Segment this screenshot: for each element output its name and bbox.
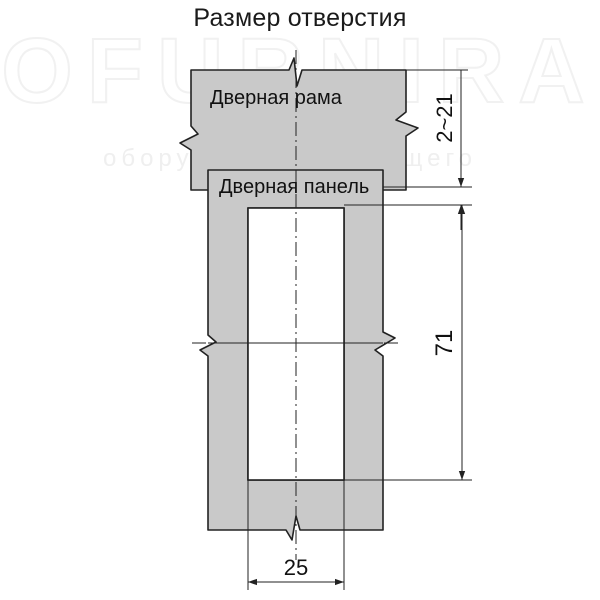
height-dimension-value: 71 [431,330,458,357]
gap-dimension-value: 2~21 [432,93,457,143]
diagram-title: Размер отверстия [193,4,407,32]
width-dimension-value: 25 [284,555,308,580]
door-panel-label: Дверная панель [219,176,369,198]
door-frame-label: Дверная рама [210,87,343,109]
